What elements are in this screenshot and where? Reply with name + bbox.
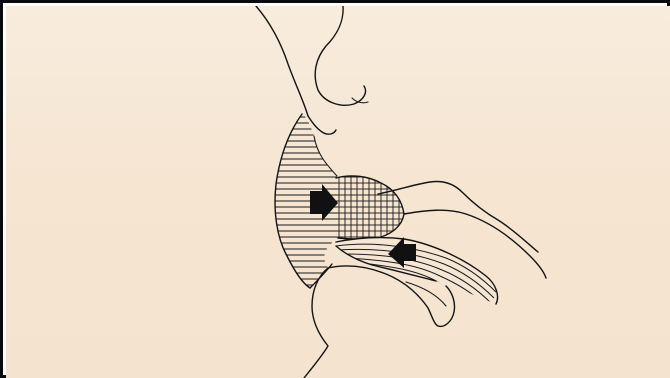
oral-anatomy-drawing [6,6,670,378]
